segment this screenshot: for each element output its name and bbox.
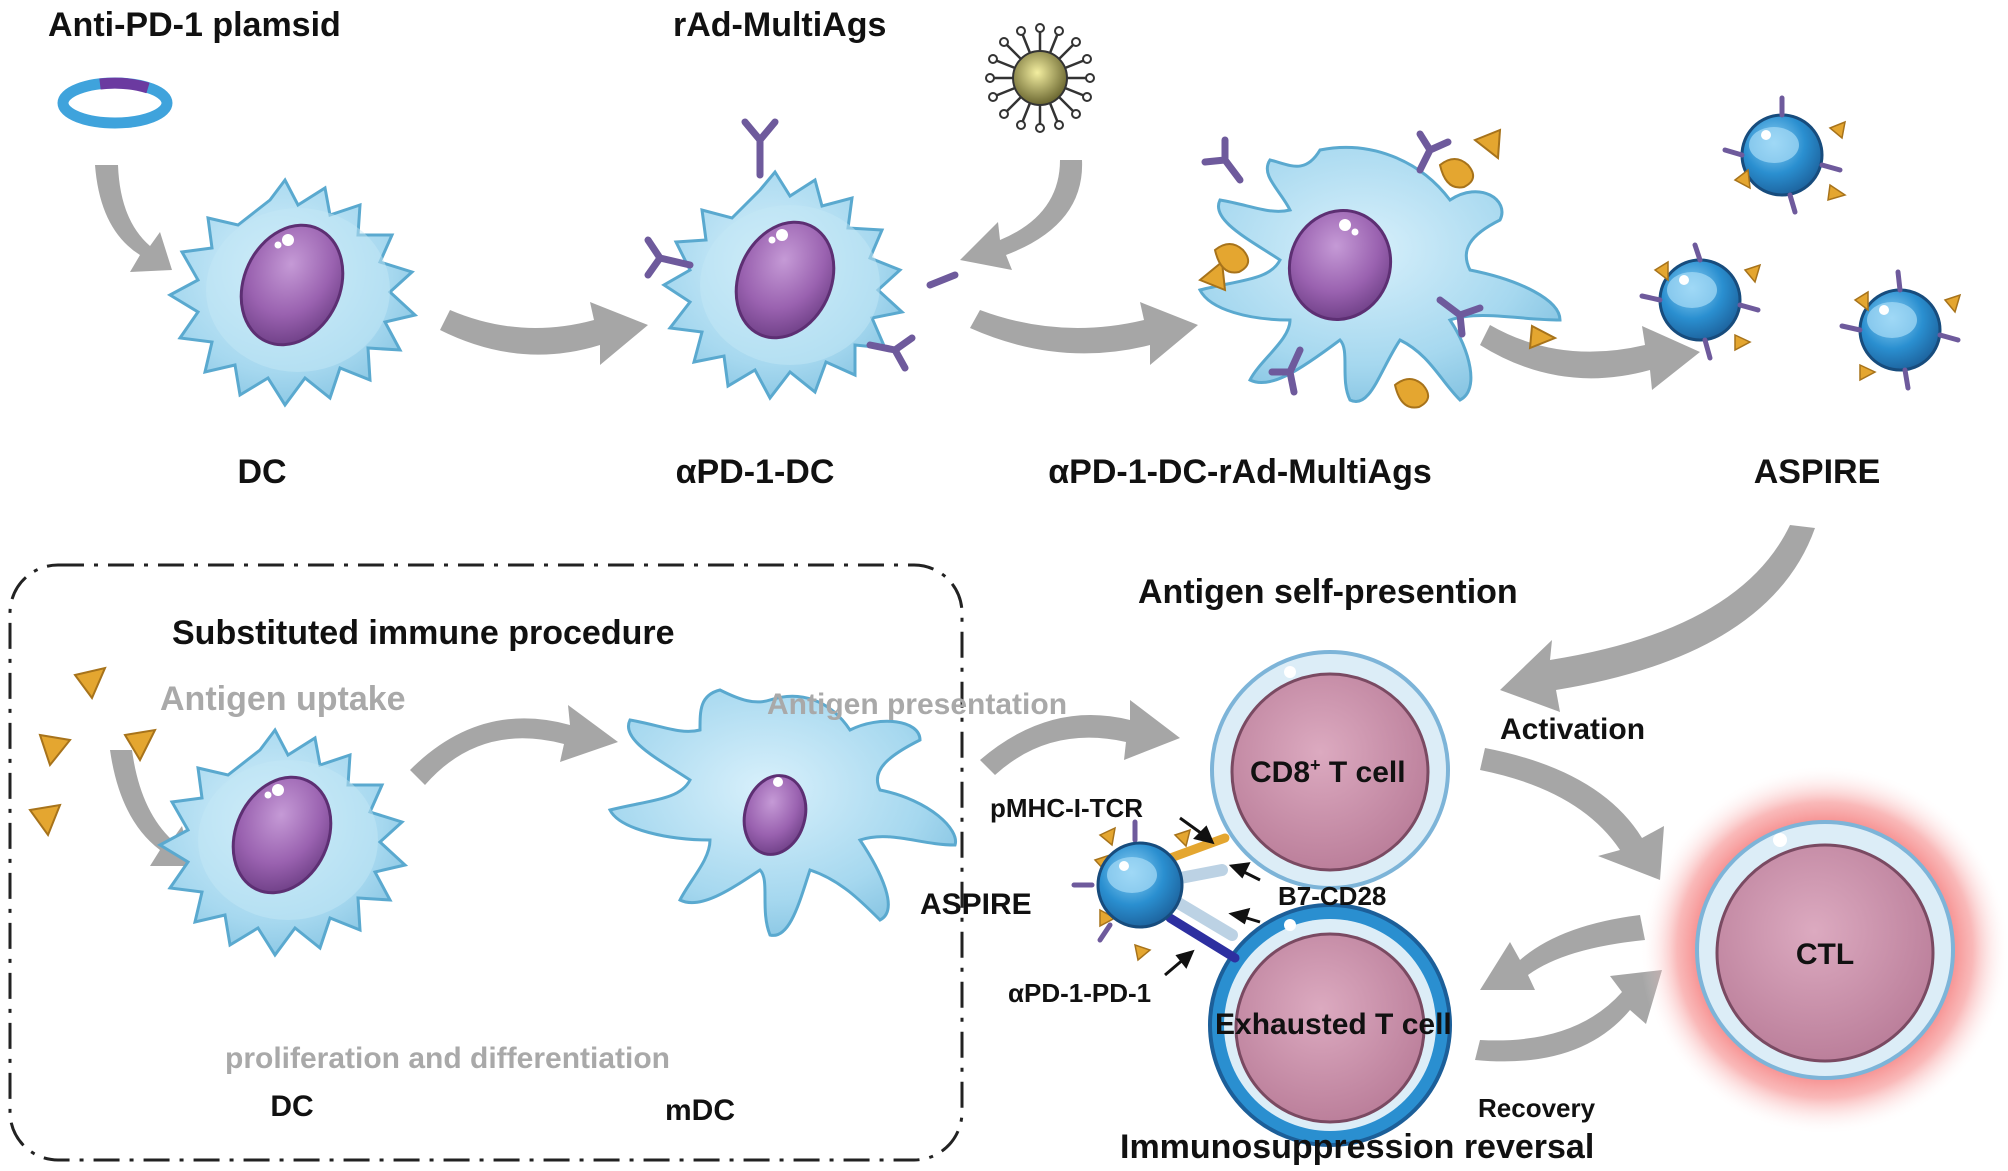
stage-label-apd1-dc-rad: αPD-1-DC-rAd-MultiAgs <box>1048 453 1432 491</box>
box-dc-label: DC <box>270 1090 314 1123</box>
self-presentation-title: Antigen self-presention <box>1138 573 1518 611</box>
substituted-procedure-box <box>8 563 964 1162</box>
stage-label-apd1-dc: αPD-1-DC <box>675 453 835 491</box>
exhausted-t-cell <box>1208 903 1452 1147</box>
b7-cd28-label: B7-CD28 <box>1278 881 1387 911</box>
box-mdc-label: mDC <box>664 1094 736 1127</box>
immunosuppression-reversal-label: Immunosuppression reversal <box>1120 1128 1595 1166</box>
exhausted-t-cell-label: Exhausted T cell <box>1215 1008 1452 1041</box>
dc-cell-box <box>156 727 409 958</box>
recovery-label: Recovery <box>1478 1093 1596 1123</box>
mdc-cell-box <box>607 688 957 937</box>
virus-icon <box>985 23 1095 133</box>
pointer-arrows <box>1164 816 1261 977</box>
stage-label-aspire: ASPIRE <box>1753 453 1881 491</box>
aspire-cells-top <box>1639 95 1962 391</box>
substituted-title: Substituted immune procedure <box>172 614 675 652</box>
proliferation-label: proliferation and differentiation <box>225 1042 671 1075</box>
ctl-label: CTL <box>1795 938 1855 971</box>
apd1-dc-rad-cell <box>1197 128 1562 409</box>
antigen-triangles <box>28 666 157 838</box>
antigen-uptake-label: Antigen uptake <box>160 680 406 718</box>
apd1-pd1-label: αPD-1-PD-1 <box>1008 978 1152 1008</box>
ctl-cell <box>1640 765 2008 1135</box>
activation-label: Activation <box>1500 713 1646 746</box>
antigen-presentation-label: Antigen presentation <box>767 688 1068 721</box>
dc-cell-top <box>166 177 419 408</box>
cd8-t-cell <box>1210 650 1450 890</box>
apd1-dc-cell <box>644 118 959 401</box>
virus-title: rAd-MultiAgs <box>673 6 887 44</box>
pmhc-tcr-label: pMHC-I-TCR <box>990 793 1144 823</box>
aspire-interface-label: ASPIRE <box>920 888 1032 921</box>
aspire-cell-interface <box>1071 819 1240 963</box>
plasmid-title: Anti-PD-1 plamsid <box>48 6 341 44</box>
stage-label-dc: DC <box>237 453 287 491</box>
cd8-t-cell-label: CD8+ T cell <box>1250 755 1406 789</box>
plasmid-icon <box>57 77 173 129</box>
